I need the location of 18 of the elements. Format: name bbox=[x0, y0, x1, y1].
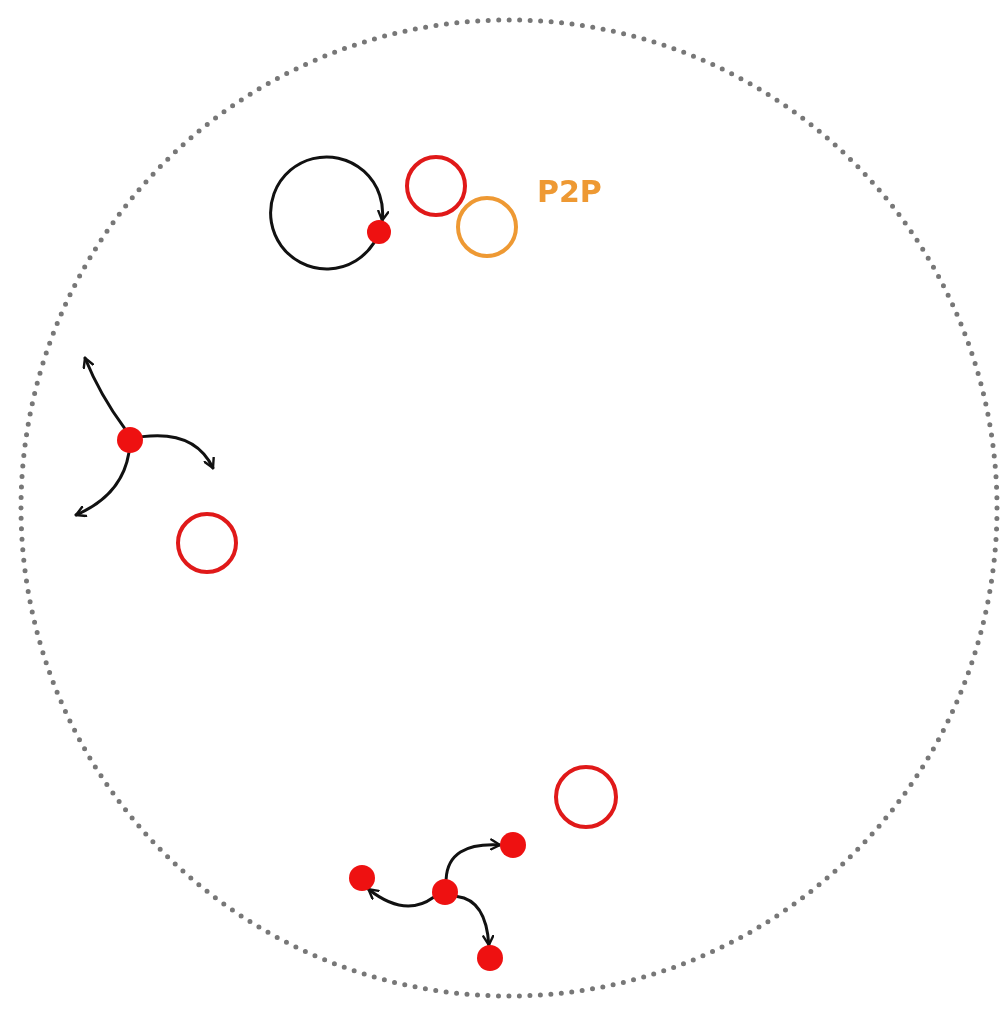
curved-arrow bbox=[141, 434, 215, 470]
ring-node bbox=[554, 765, 618, 829]
dot-node bbox=[349, 865, 375, 891]
dot-node bbox=[367, 220, 391, 244]
dot-node bbox=[500, 832, 526, 858]
dot-node bbox=[432, 879, 458, 905]
text-label: P2P bbox=[537, 177, 602, 207]
curved-arrow bbox=[269, 155, 389, 271]
curved-arrow bbox=[74, 451, 131, 517]
dot-node bbox=[117, 427, 143, 453]
curved-arrow bbox=[82, 356, 126, 430]
ring-node bbox=[405, 155, 467, 217]
curved-arrow bbox=[444, 838, 502, 881]
dot-node bbox=[477, 945, 503, 971]
ring-node bbox=[176, 512, 238, 574]
curved-arrow bbox=[367, 887, 435, 908]
curved-arrow bbox=[455, 894, 495, 947]
ring-node bbox=[456, 196, 518, 258]
